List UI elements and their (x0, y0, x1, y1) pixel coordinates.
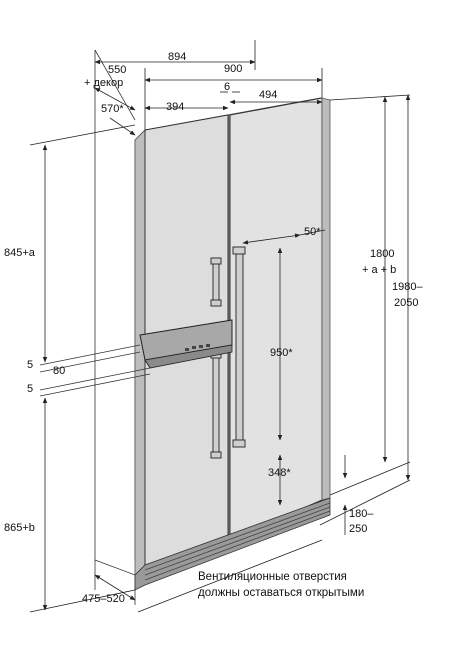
left-dimensions (29, 124, 136, 613)
note-line-2: должны оставаться открытыми (198, 587, 364, 599)
fridge-handle (232, 246, 246, 448)
freezer-handle (210, 257, 222, 459)
label-5b: 5 (27, 383, 33, 395)
ventilation-note: Вентиляционные отверстия должны оставать… (198, 571, 364, 599)
dimension-labels: 894 550 + декор 900 6 570* 394 494 845+a… (4, 51, 423, 605)
top-dimensions (94, 40, 323, 136)
bottom-dimensions (94, 539, 323, 613)
dispenser-front (144, 344, 233, 369)
label-2050: 2050 (394, 297, 418, 309)
label-950: 950* (270, 347, 293, 359)
label-5a: 5 (27, 359, 33, 371)
dispenser-reference-lines (39, 344, 151, 397)
label-1800: 1800 (370, 248, 394, 260)
right-dimensions (242, 94, 411, 535)
label-475-520: 475–520 (82, 593, 125, 605)
grille-slats (144, 502, 331, 581)
label-6: 6 (224, 81, 230, 93)
dispenser-buttons (185, 344, 210, 351)
label-decor: + декор (84, 77, 123, 89)
label-845a: 845+a (4, 247, 36, 259)
label-50: 50* (304, 226, 321, 238)
label-865b: 865+b (4, 522, 35, 534)
label-394: 394 (166, 101, 184, 113)
label-550: 550 (108, 64, 126, 76)
note-line-1: Вентиляционные отверстия (198, 571, 347, 583)
label-494: 494 (259, 89, 277, 101)
label-348: 348* (268, 467, 291, 479)
cabinet-right-top (321, 97, 331, 501)
niche-outline (94, 49, 136, 605)
label-900: 900 (224, 63, 242, 75)
label-1980: 1980– (392, 281, 423, 293)
label-80: 80 (53, 365, 65, 377)
label-180: 180– (349, 508, 374, 520)
label-250: 250 (349, 523, 367, 535)
label-894: 894 (168, 51, 186, 63)
label-ab: + a + b (362, 264, 396, 276)
label-570: 570* (101, 103, 124, 115)
